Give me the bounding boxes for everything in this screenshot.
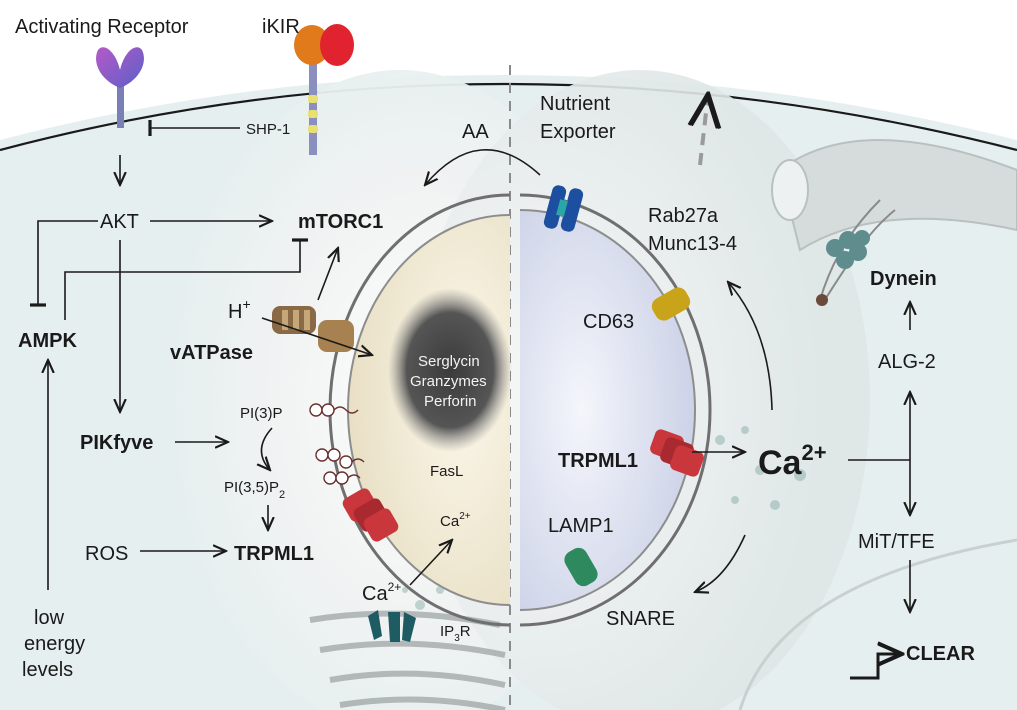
label-lamp1: LAMP1 xyxy=(548,515,614,537)
label-ikir: iKIR xyxy=(262,16,300,38)
label-levels: levels xyxy=(22,659,73,681)
label-h-plus: H+ xyxy=(228,296,251,323)
label-fasl: FasL xyxy=(430,463,463,480)
label-clear: CLEAR xyxy=(906,643,975,665)
label-alg2: ALG-2 xyxy=(878,351,936,373)
label-exporter: Exporter xyxy=(540,121,616,143)
label-ca-granule: Ca2+ xyxy=(440,511,471,530)
dense-core xyxy=(388,288,512,452)
trpml1-channel-right-icon xyxy=(650,429,704,477)
label-nutrient: Nutrient xyxy=(540,93,610,115)
label-calcium: Ca2+ xyxy=(758,440,827,482)
label-mit-tfe: MiT/TFE xyxy=(858,531,935,553)
label-serglycin: Serglycin xyxy=(418,353,480,370)
inhibit-akt-ampk xyxy=(30,220,98,307)
ikir-icon xyxy=(294,24,354,155)
activating-receptor-icon xyxy=(96,47,144,128)
label-trpml1-right: TRPML1 xyxy=(558,450,638,472)
label-dynein: Dynein xyxy=(870,268,937,290)
label-vatpase: vATPase xyxy=(170,342,253,364)
granule-right-outer xyxy=(519,193,712,627)
label-pikfyve: PIKfyve xyxy=(80,432,153,454)
label-cd63: CD63 xyxy=(583,311,634,333)
arrow-calcium-snare xyxy=(695,534,746,592)
nutrient-exporter-icon xyxy=(543,185,584,232)
calcium-dots xyxy=(402,426,806,610)
label-ros: ROS xyxy=(85,543,128,565)
label-granzymes: Granzymes xyxy=(410,373,487,390)
granule-right-inner xyxy=(519,209,696,611)
label-aa: AA xyxy=(462,121,489,143)
microtubule-end xyxy=(771,159,809,221)
label-ip3r: IP3R xyxy=(440,623,471,644)
granule-left-inner xyxy=(347,214,511,606)
nucleus-edge xyxy=(738,538,1017,710)
label-mtorc1: mTORC1 xyxy=(298,211,383,233)
trpml1-channel-left-icon xyxy=(342,488,399,542)
label-energy: energy xyxy=(24,633,85,655)
vatpase-icon xyxy=(272,306,354,352)
label-pi3p: PI(3)P xyxy=(240,405,283,422)
label-perforin: Perforin xyxy=(424,393,477,410)
label-munc13: Munc13-4 xyxy=(648,233,737,255)
pi35p2-icon xyxy=(315,448,365,485)
promoter-icon xyxy=(850,654,902,680)
label-ca-er: Ca2+ xyxy=(362,580,401,605)
label-ampk: AMPK xyxy=(18,330,77,352)
ip3r-icon xyxy=(368,610,416,642)
cd63-icon xyxy=(651,287,691,321)
label-rab27a: Rab27a xyxy=(648,205,719,227)
dynein-icon xyxy=(816,199,896,306)
label-shp1: SHP-1 xyxy=(246,121,290,138)
arrow-exocytosis xyxy=(700,95,708,166)
arrow-calcium-rab27a xyxy=(728,282,773,411)
arrow-vatpase-mtorc1 xyxy=(317,248,338,301)
label-activating-receptor: Activating Receptor xyxy=(15,16,189,38)
label-trpml1-left: TRPML1 xyxy=(234,543,314,565)
granule-right-fill xyxy=(520,210,695,610)
arrow-pi3p-pi35p2 xyxy=(261,427,273,470)
label-low: low xyxy=(34,607,65,629)
pi3p-icon xyxy=(309,403,359,417)
lamp1-icon xyxy=(564,547,598,587)
cell-membrane xyxy=(0,82,1017,152)
label-pi35p2: PI(3,5)P2 xyxy=(224,479,285,501)
microtubule xyxy=(778,139,1017,252)
inhibit-ampk-mtorc1 xyxy=(64,238,308,320)
arrow-proton-flow xyxy=(261,317,372,355)
arrow-aa xyxy=(425,148,541,185)
label-snare: SNARE xyxy=(606,608,675,630)
arrow-er-calcium-granule xyxy=(409,540,452,586)
label-akt: AKT xyxy=(100,211,139,233)
